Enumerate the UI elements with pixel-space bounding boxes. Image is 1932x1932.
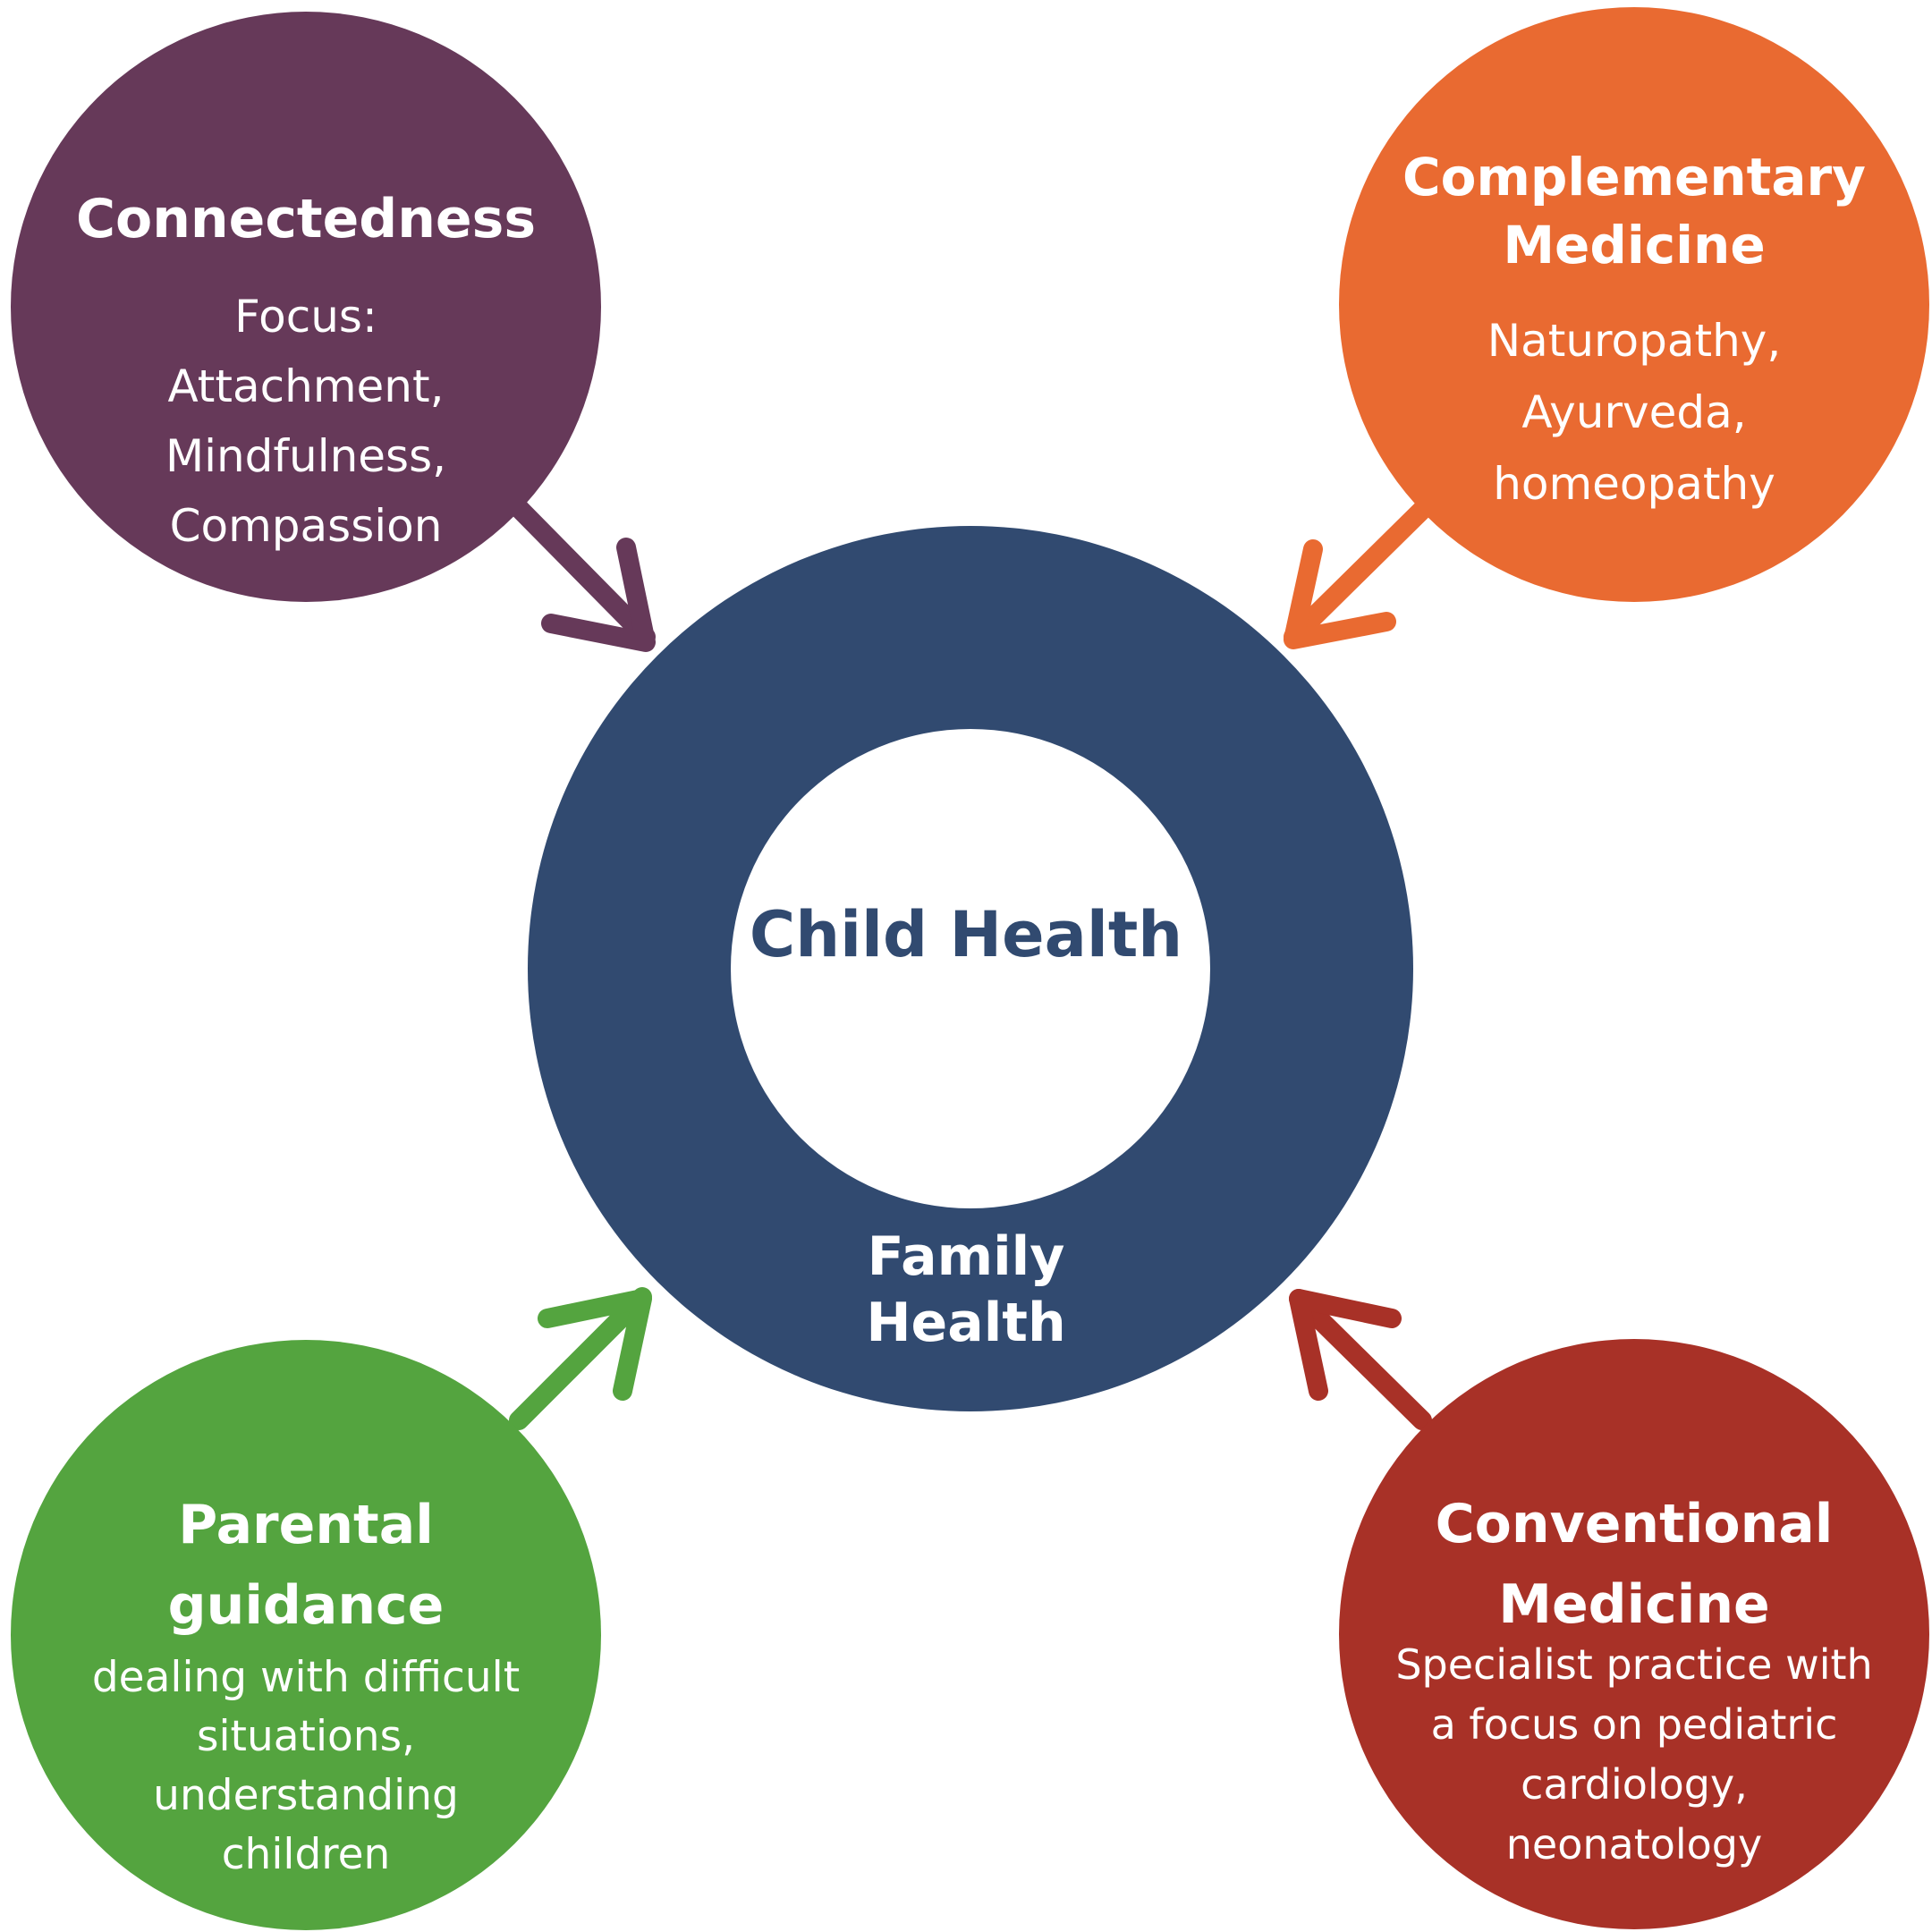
node-body-line: Compassion — [169, 500, 443, 552]
node-body-line: homeopathy — [1493, 458, 1775, 510]
node-body-line: Mindfulness, — [165, 430, 447, 482]
node-title-line: Connectedness — [75, 188, 537, 250]
node-title-line: Conventional — [1435, 1493, 1834, 1555]
node-body-line: understanding — [153, 1771, 459, 1820]
node-body: Focus: Attachment, Mindfulness, Compassi… — [11, 282, 601, 561]
node-title-line: Medicine — [1503, 215, 1766, 275]
node-title: Parental guidance — [11, 1485, 601, 1646]
arrow-complementary-to-center — [1284, 500, 1432, 649]
arrow-connectedness-to-center — [509, 498, 656, 652]
node-title-line: Parental — [178, 1494, 434, 1556]
node-body-line: Focus: — [234, 291, 377, 343]
family-health-label-line: Family — [867, 1225, 1065, 1288]
family-health-ring — [528, 526, 1413, 1411]
node-connectedness: Connectedness Focus: Attachment, Mindful… — [11, 12, 601, 602]
node-title-line: guidance — [167, 1574, 445, 1637]
node-title: Connectedness — [11, 186, 601, 252]
family-health-label: Family Health — [0, 1224, 1932, 1356]
node-parental-guidance: Parental guidance dealing with difficult… — [11, 1340, 601, 1930]
node-body: dealing with difficult situations, under… — [11, 1648, 601, 1885]
node-body-line: cardiology, — [1521, 1760, 1748, 1809]
node-body: Specialist practice with a focus on pedi… — [1339, 1635, 1929, 1875]
node-conventional-medicine: Conventional Medicine Specialist practic… — [1339, 1339, 1929, 1929]
node-body-line: Ayurveda, — [1521, 386, 1747, 438]
child-health-label: Child Health — [749, 898, 1183, 971]
node-complementary-medicine: Complementary Medicine Naturopathy, Ayur… — [1339, 7, 1929, 602]
node-body-line: situations, — [196, 1712, 416, 1761]
node-body-line: children — [221, 1830, 391, 1879]
node-title-line: Medicine — [1498, 1573, 1770, 1636]
child-health-core — [731, 729, 1210, 1208]
node-title: Conventional Medicine — [1339, 1484, 1929, 1645]
node-title: Complementary Medicine — [1339, 143, 1929, 279]
node-body-line: Naturopathy, — [1487, 315, 1782, 367]
node-body-line: neonatology — [1505, 1820, 1763, 1868]
node-body-line: Attachment, — [167, 360, 445, 412]
node-title-line: Complementary — [1402, 147, 1866, 208]
arrow-conventional-to-center — [1289, 1289, 1432, 1430]
family-health-label-line: Health — [866, 1292, 1066, 1354]
node-body-line: Specialist practice with — [1395, 1640, 1873, 1689]
arrow-parental-to-center — [509, 1287, 652, 1430]
node-body-line: a focus on pediatric — [1430, 1700, 1838, 1749]
node-body-line: dealing with difficult — [91, 1653, 521, 1702]
node-body: Naturopathy, Ayurveda, homeopathy — [1339, 305, 1929, 520]
